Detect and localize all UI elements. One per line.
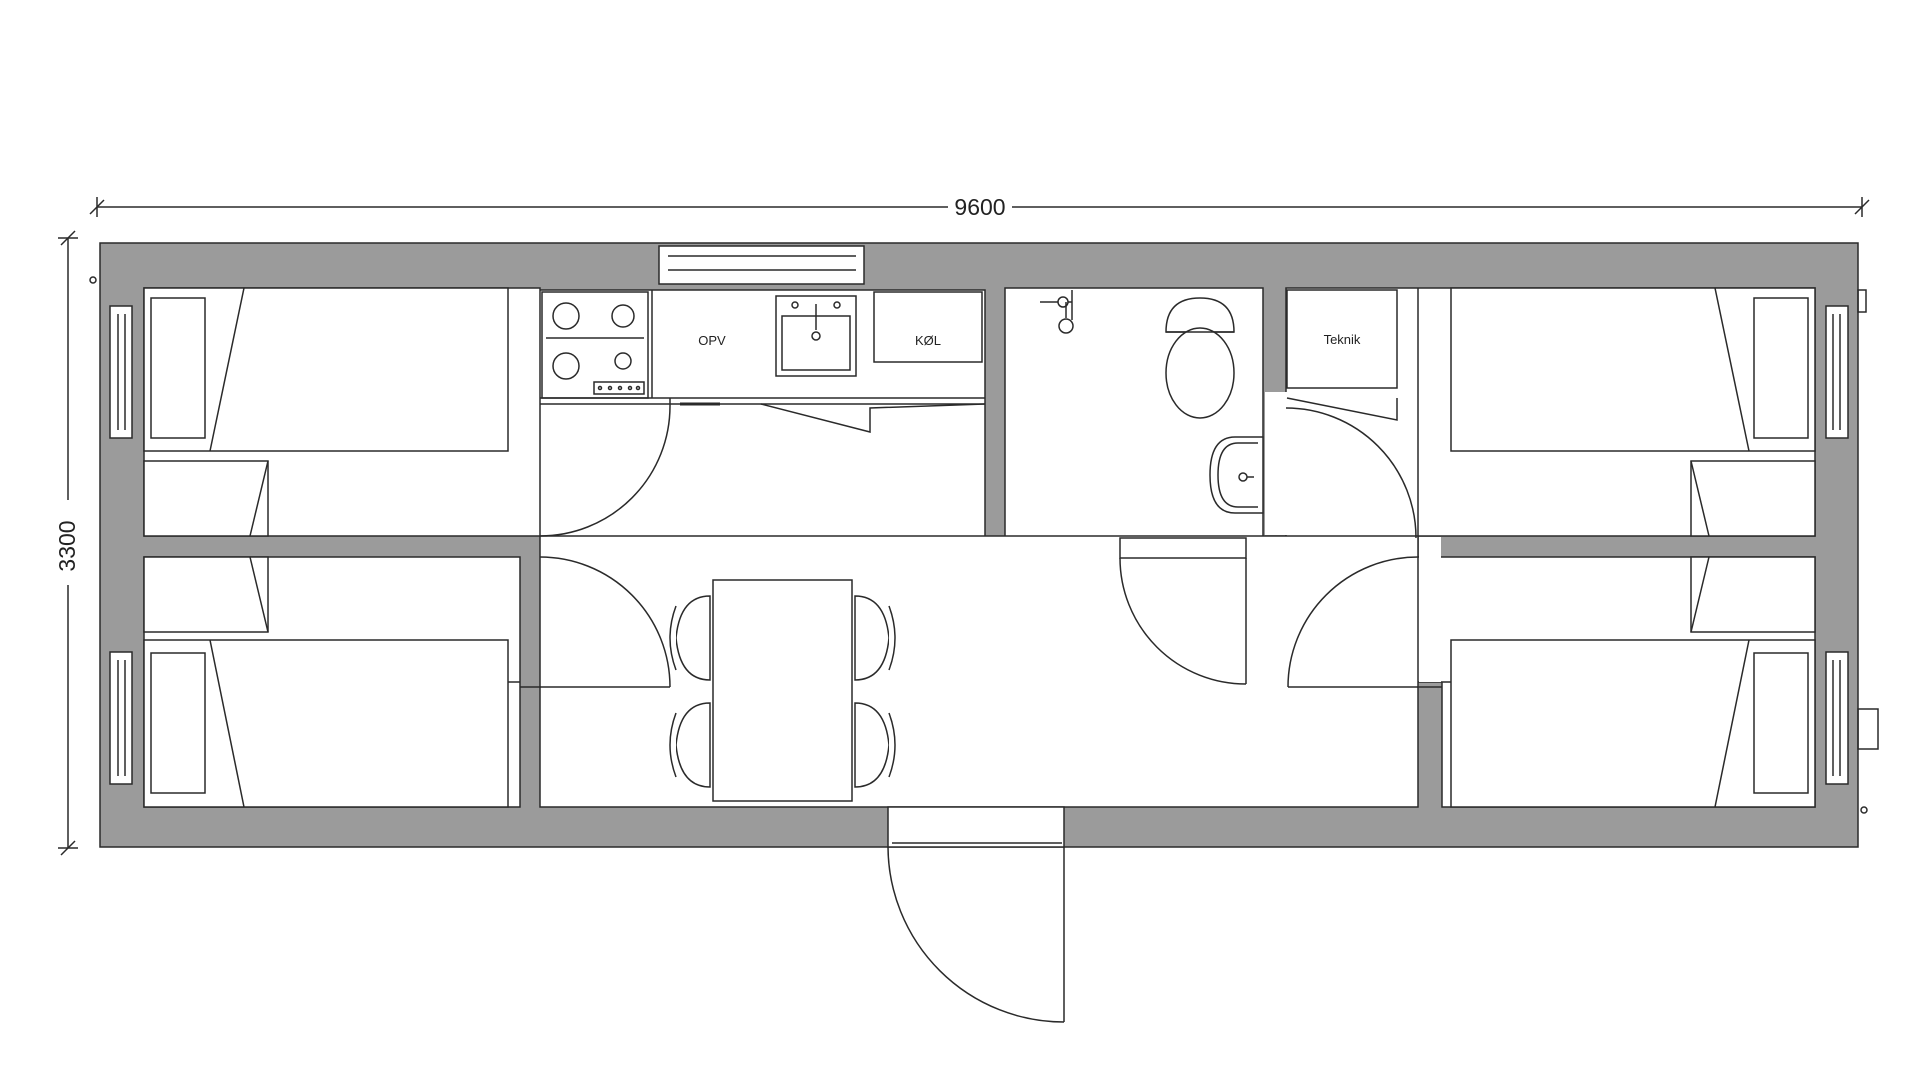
height-dimension-label: 3300 — [54, 520, 80, 571]
width-dimension-label: 9600 — [954, 194, 1005, 220]
nightstand-top-left — [143, 460, 269, 537]
fridge — [873, 291, 983, 363]
entrance-door — [887, 806, 1065, 1023]
toilet — [1165, 297, 1235, 419]
nightstand-bottom-left — [143, 556, 269, 633]
dining-table — [712, 579, 853, 802]
chair-right-top — [854, 595, 896, 681]
window-right-top — [1825, 305, 1849, 439]
exterior-fixtures — [89, 276, 1879, 814]
stove — [541, 291, 649, 399]
bed-bottom-right — [1450, 639, 1816, 808]
door-bathroom — [1119, 537, 1247, 685]
opv-label: OPV — [698, 333, 726, 348]
bed-top-left — [143, 287, 509, 452]
bed-top-right — [1450, 287, 1816, 452]
dimension-width — [89, 197, 1870, 217]
bathroom-sink — [1209, 436, 1264, 514]
chair-left-top — [669, 595, 711, 681]
window-right-bottom — [1825, 651, 1849, 785]
door-bedroom-bottom-right — [1287, 556, 1442, 688]
window-left-top — [109, 305, 133, 439]
dimension-height — [58, 230, 78, 856]
door-bedroom-bottom-left — [520, 556, 671, 688]
bed-bottom-left — [143, 639, 509, 808]
corridor-floor — [541, 405, 983, 535]
shower-fixture — [1040, 290, 1074, 334]
nightstand-top-right — [1690, 460, 1816, 537]
chair-left-bottom — [669, 702, 711, 788]
door-teknik — [1285, 407, 1417, 539]
chair-right-bottom — [854, 702, 896, 788]
kol-label: KØL — [915, 333, 941, 348]
window-left-bottom — [109, 651, 133, 785]
window-top-kitchen — [658, 245, 865, 285]
nightstand-bottom-right — [1690, 556, 1816, 633]
kitchen-counter — [540, 290, 986, 433]
sink — [775, 295, 857, 377]
room-right-floor — [1419, 537, 1441, 682]
teknik-label: Teknik — [1324, 332, 1361, 347]
teknik-cabinet — [1286, 289, 1398, 421]
